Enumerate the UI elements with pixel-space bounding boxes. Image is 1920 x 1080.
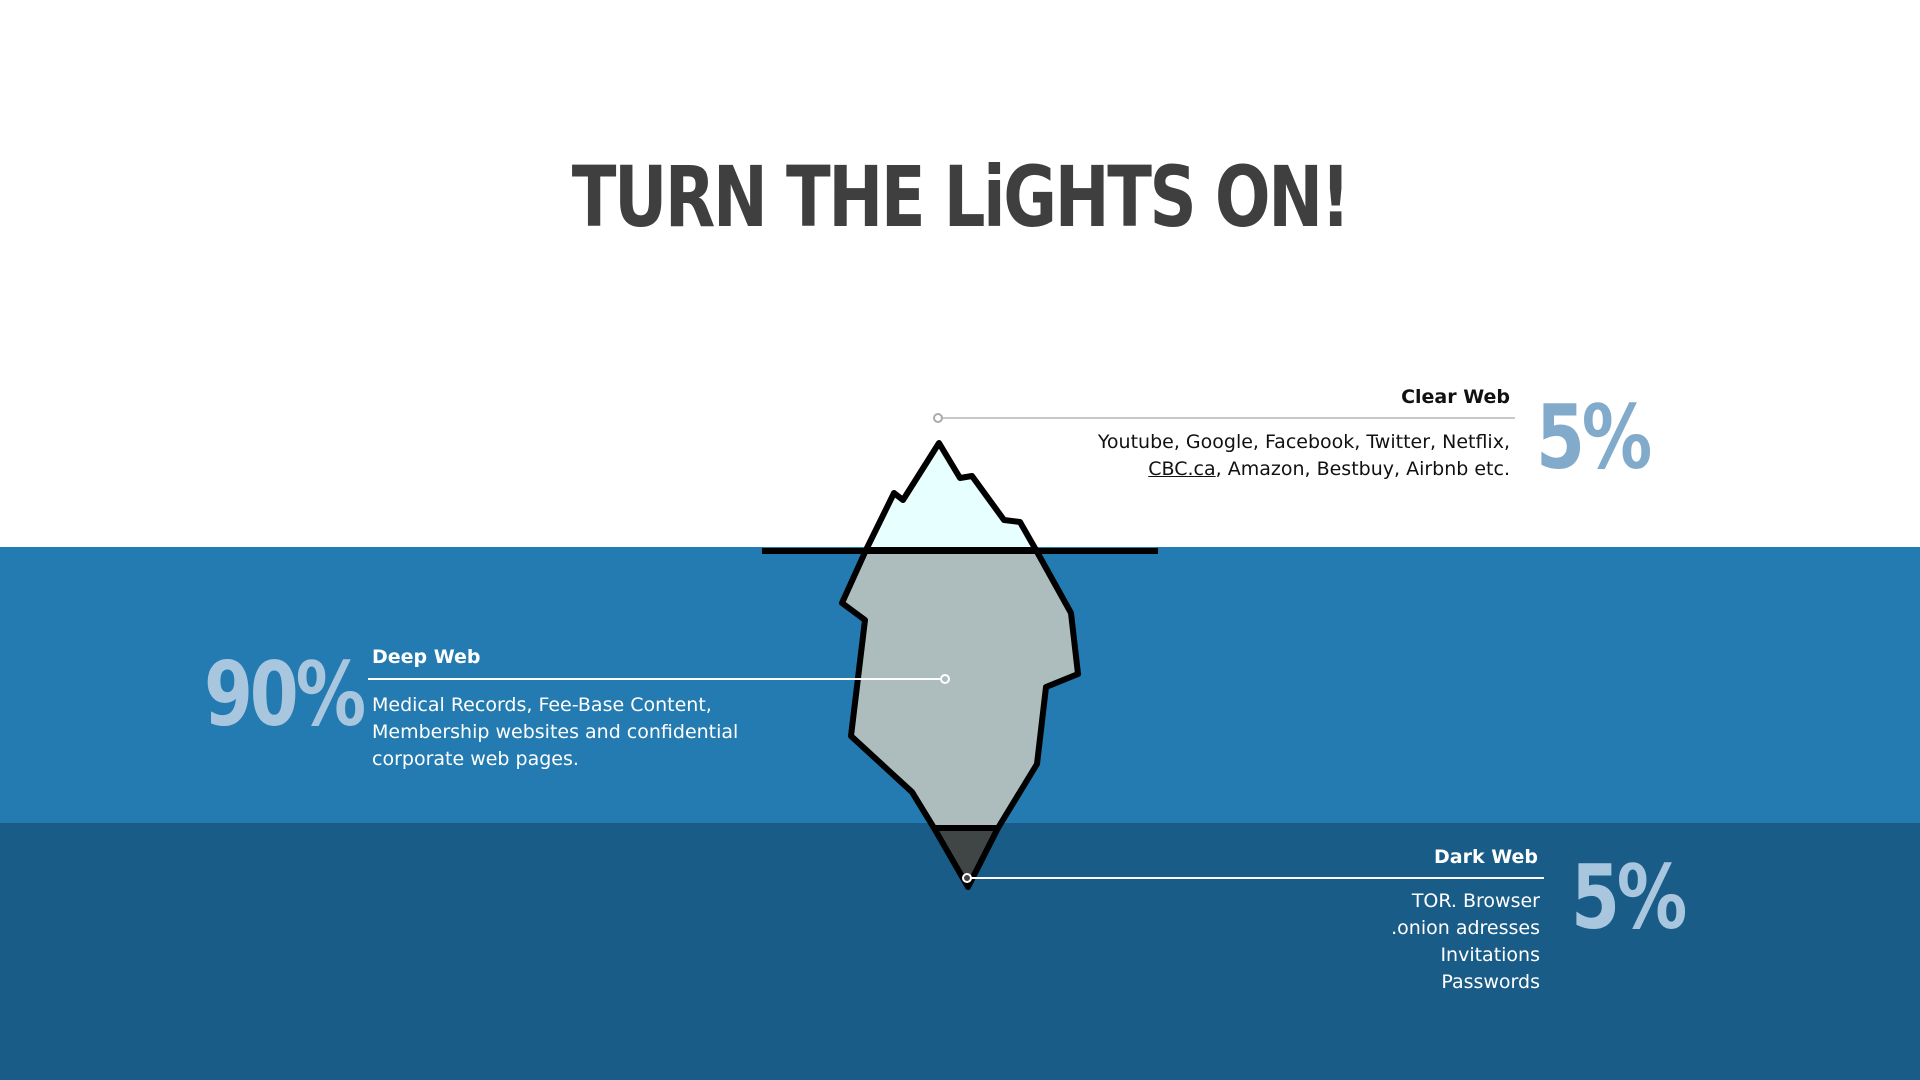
- dark-web-description: TOR. Browser .onion adresses Invitations…: [1240, 888, 1540, 996]
- clear-web-percent: 5%: [1536, 386, 1652, 489]
- clear-web-desc-line1: Youtube, Google, Facebook, Twitter, Netf…: [1097, 431, 1510, 453]
- slide-title: TURN THE LiGHTS ON!: [571, 148, 1351, 246]
- dark-web-desc-line3: Invitations: [1440, 944, 1540, 966]
- clear-web-label: Clear Web: [1401, 386, 1510, 408]
- dark-web-desc-line2: .onion adresses: [1391, 917, 1540, 939]
- deep-web-callout-dot: [940, 674, 950, 684]
- dark-web-desc-line1: TOR. Browser: [1411, 890, 1540, 912]
- deep-web-desc-line2: Membership websites and confidential: [372, 721, 739, 743]
- iceberg-bottom: [931, 825, 1001, 890]
- clear-web-description: Youtube, Google, Facebook, Twitter, Netf…: [990, 429, 1510, 483]
- sky-background: [0, 0, 1920, 547]
- iceberg-body: [839, 547, 1081, 831]
- dark-web-desc-line4: Passwords: [1441, 971, 1540, 993]
- dark-web-callout-dot: [962, 873, 972, 883]
- dark-web-percent: 5%: [1571, 846, 1687, 949]
- deep-web-percent: 90%: [204, 643, 366, 746]
- dark-web-label: Dark Web: [1434, 846, 1538, 868]
- deep-web-desc-line1: Medical Records, Fee-Base Content,: [372, 694, 712, 716]
- deep-web-desc-line3: corporate web pages.: [372, 748, 579, 770]
- deep-web-description: Medical Records, Fee-Base Content, Membe…: [372, 692, 792, 773]
- cbc-link[interactable]: CBC.ca: [1148, 458, 1216, 480]
- clear-web-callout-dot: [933, 413, 943, 423]
- clear-web-desc-line2-rest: , Amazon, Bestbuy, Airbnb etc.: [1215, 458, 1510, 480]
- iceberg-tip: [863, 440, 1039, 553]
- deep-web-label: Deep Web: [372, 646, 481, 668]
- clear-web-desc-line2: CBC.ca, Amazon, Bestbuy, Airbnb etc.: [990, 456, 1510, 483]
